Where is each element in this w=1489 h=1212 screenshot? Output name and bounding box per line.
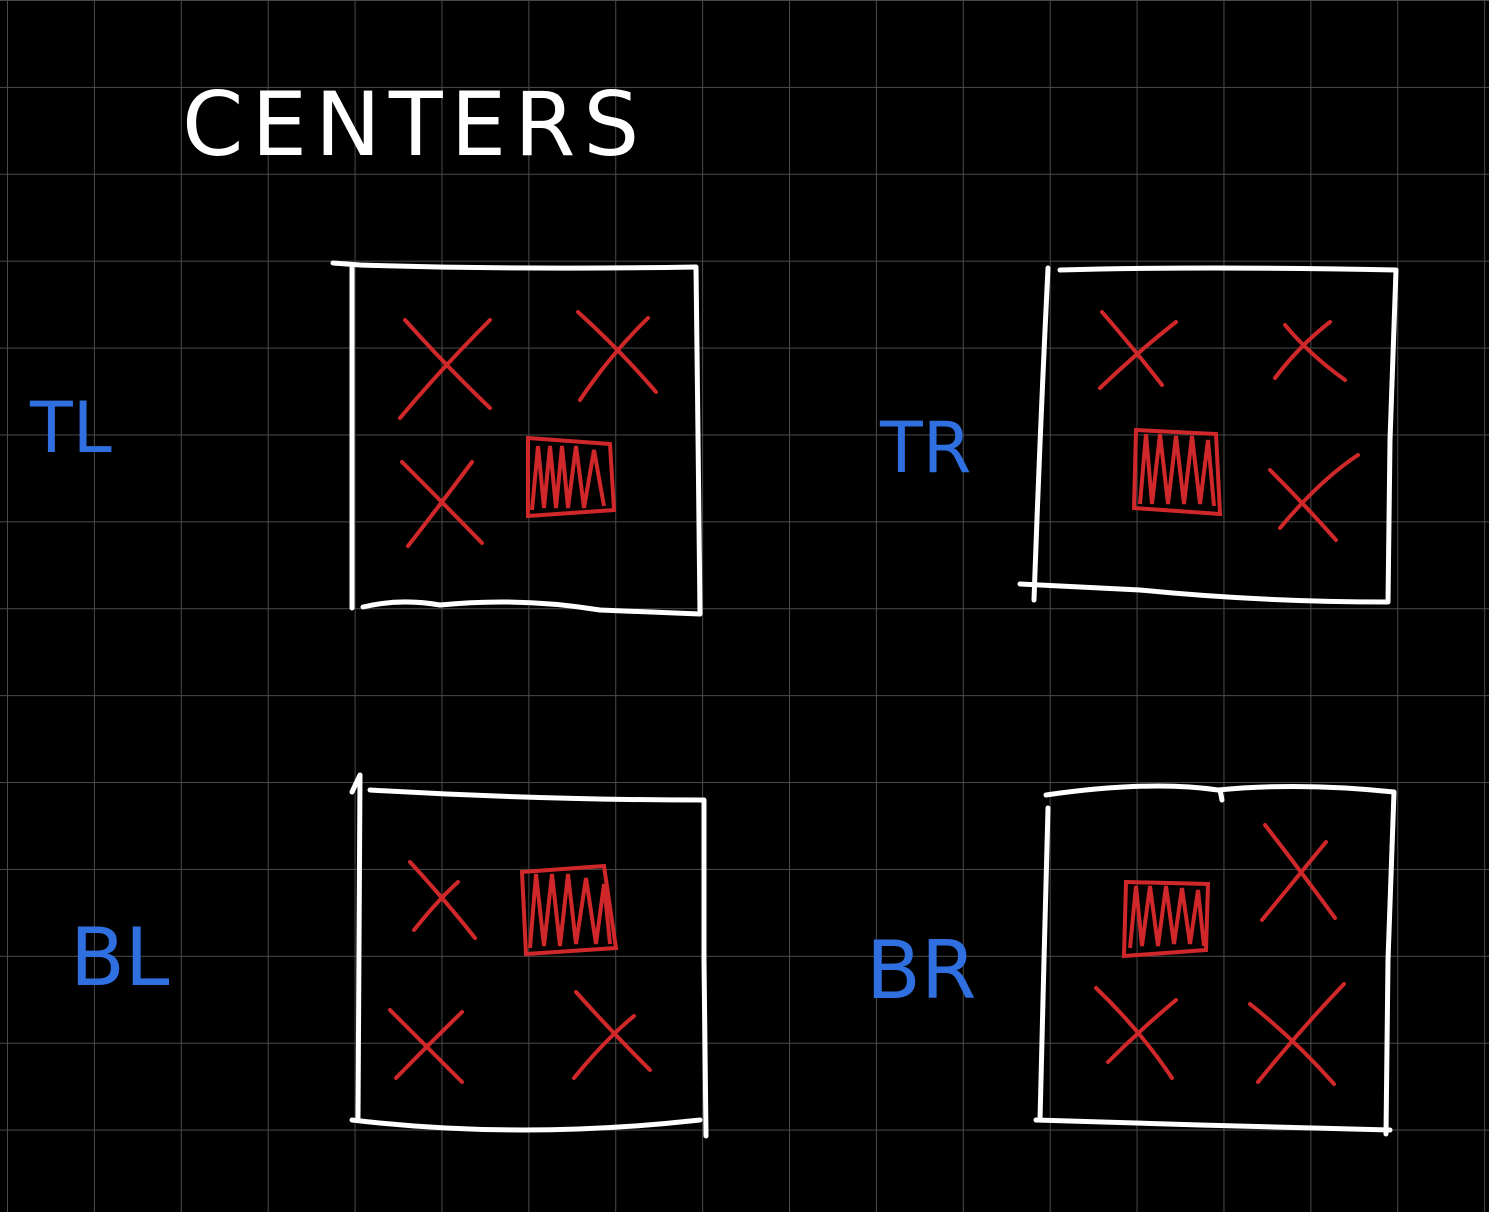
frame-br: [1033, 783, 1397, 1137]
quadrant-label-br: BR: [866, 924, 976, 1017]
quadrant-label-bl: BL: [70, 911, 170, 1004]
cross-mark-br-1: [1260, 823, 1337, 922]
cross-mark-tr-2: [1273, 320, 1347, 382]
frame-tr: [1017, 265, 1399, 605]
quadrant-tr: TR: [879, 265, 1399, 605]
title-text: CENTERS: [182, 73, 647, 176]
frame-tl: [330, 260, 703, 617]
cross-mark-br-2: [1094, 986, 1178, 1080]
cross-mark-tr-1: [1098, 310, 1178, 390]
quadrant-br: BR: [866, 783, 1397, 1137]
cross-mark-bl-2: [388, 1008, 464, 1084]
frame-bl: [349, 772, 709, 1139]
quadrant-label-tl: TL: [29, 387, 112, 469]
cross-mark-tr-3: [1268, 453, 1360, 542]
quadrant-label-tr: TR: [879, 407, 971, 489]
quadrant-tl: TL: [29, 260, 703, 617]
cross-mark-tl-1: [398, 318, 492, 420]
cross-mark-tl-2: [576, 310, 658, 402]
filled-square-br: [1121, 879, 1211, 959]
filled-square-tl: [526, 435, 617, 519]
cross-mark-tl-3: [400, 460, 484, 548]
cross-mark-bl-3: [572, 990, 652, 1080]
filled-square-tr: [1131, 427, 1223, 517]
cross-mark-bl-1: [408, 860, 477, 940]
filled-square-bl: [519, 863, 619, 957]
cross-mark-br-3: [1248, 982, 1346, 1086]
quadrant-bl: BL: [70, 772, 709, 1139]
